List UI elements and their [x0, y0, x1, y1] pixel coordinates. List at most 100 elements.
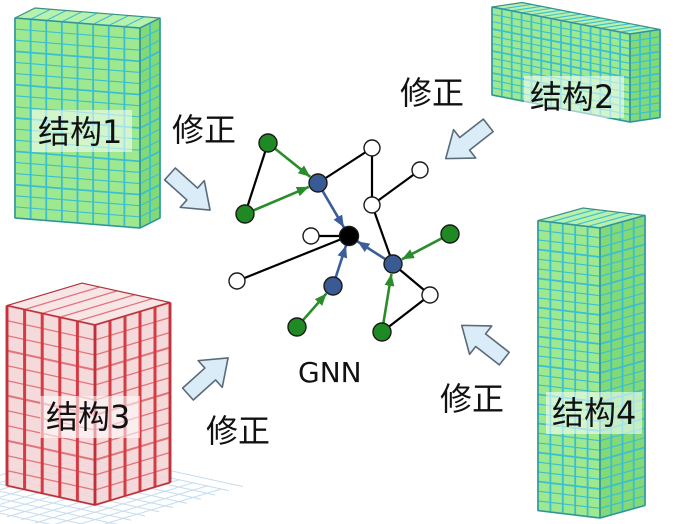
ground-grid-line [54, 482, 195, 524]
building-floor-line [537, 384, 601, 393]
building-roof-line [42, 290, 118, 315]
graph-edge [371, 169, 421, 206]
building-roof-line [77, 12, 98, 24]
graph-edge [381, 294, 431, 333]
building-floor-line [537, 326, 601, 335]
ground-grid-line [0, 505, 85, 524]
structure-1-label: 结构1 [38, 113, 122, 151]
structure-4-label-bg [546, 392, 642, 434]
building-roof-line [560, 15, 592, 22]
building-roof-line [46, 10, 67, 21]
structure-4-label: 结构4 [552, 394, 636, 432]
graph-edges-undirected [236, 142, 431, 333]
structure-1-label-group: 结构1 [32, 110, 132, 152]
building-roof-line [620, 27, 651, 33]
building-floor-line [629, 65, 661, 72]
gnn-label: GNN [298, 356, 362, 389]
building-roof-line [108, 15, 129, 26]
building-floor-line [537, 461, 601, 471]
building-floor-line [629, 43, 661, 50]
building-floor-line [537, 490, 601, 500]
building-floor-line [6, 470, 96, 491]
graph-node-blue [308, 173, 328, 193]
building-floor-line [94, 331, 171, 356]
building-floor-line [537, 239, 601, 248]
building-floor-line [537, 355, 601, 364]
building-roof-line [59, 294, 135, 318]
building-floor-line [94, 316, 171, 341]
structure-3-label: 结构3 [46, 398, 130, 436]
building-floor-line [629, 80, 661, 86]
ground-grid-line [0, 498, 118, 524]
building-floor-line [94, 346, 171, 371]
building-outline [6, 282, 171, 506]
building-floor-line [6, 335, 96, 356]
building-floor-line [537, 335, 601, 345]
building-floor-line [94, 466, 171, 491]
building-floor-line [629, 94, 661, 101]
building-roof-line [77, 298, 153, 322]
graph-edge [317, 147, 373, 184]
building-floor-line [629, 87, 661, 94]
building-roof-line [124, 16, 145, 28]
graph-edge [236, 234, 350, 283]
graph-arrow-blue [321, 190, 346, 229]
graph-edges-directed [252, 147, 443, 324]
structure-2-label-bg [524, 76, 624, 118]
structure-2-label: 结构2 [530, 78, 614, 116]
building-roof-line [610, 25, 641, 31]
building-roof-line [580, 19, 611, 25]
building-roof-line [501, 3, 532, 10]
building-floor-line [537, 287, 601, 297]
graph-node-white [363, 139, 381, 157]
building-roof-line [590, 21, 621, 27]
graph-node-white [363, 196, 381, 214]
building-floor-line [537, 471, 601, 480]
building-floor-line [537, 480, 601, 490]
building-roof-line [587, 213, 633, 228]
building-roof-line [575, 211, 621, 226]
graph-arrow-green [382, 273, 395, 324]
graph-edge [243, 142, 270, 215]
building-outline [537, 207, 646, 519]
graph-arrow-blue [356, 240, 387, 261]
graph-node-green [235, 204, 255, 224]
building-floor-line [537, 306, 601, 316]
graph-nodes [228, 133, 460, 342]
correction-label-4: 修正 [440, 380, 504, 418]
graph-arrow-green [274, 147, 312, 178]
building-floor-line [6, 455, 96, 476]
building-floor-line [537, 432, 601, 442]
structure-2-label-group: 结构2 [524, 76, 624, 118]
building-floor-line [537, 229, 601, 239]
graph-arrow-blue [334, 245, 348, 278]
building-floor-line [537, 345, 601, 355]
graph-node-black [338, 225, 360, 247]
building-floor-line [537, 374, 601, 384]
building-floor-line [94, 436, 171, 461]
correction-label-3: 修正 [206, 412, 270, 450]
building-roof-line [511, 5, 542, 12]
building-floor-line [629, 50, 661, 57]
building-roof-line [531, 9, 562, 16]
building-roof-line [570, 17, 601, 23]
building-outline [491, 1, 661, 123]
graph-node-blue [323, 276, 343, 296]
ground-grid-line [0, 512, 52, 524]
graph-node-white [411, 161, 429, 179]
correction-arrow-3 [181, 357, 229, 401]
graph-node-white [421, 286, 439, 304]
correction-label-2: 修正 [400, 74, 464, 112]
building-roof-line [550, 208, 596, 223]
ground-grid-line [102, 488, 223, 524]
building-roof-line [600, 23, 631, 29]
graph-node-white [302, 227, 320, 245]
building-outline [14, 7, 161, 229]
gnn-graph [228, 133, 460, 342]
building-roof-line [562, 210, 608, 225]
building-roof-line [92, 13, 114, 25]
structure-4-building [537, 207, 646, 519]
building-roof-line [521, 7, 552, 14]
building-floor-line [537, 451, 601, 461]
